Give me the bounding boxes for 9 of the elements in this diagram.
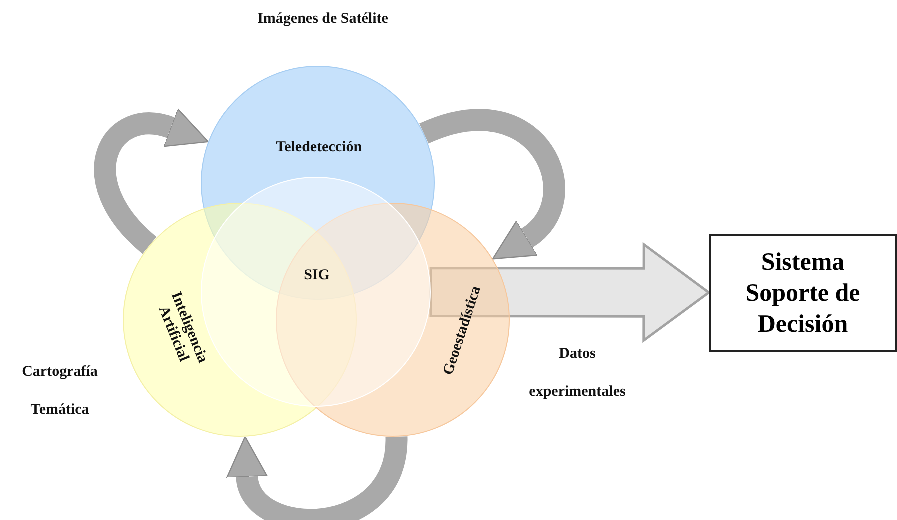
decision-system-box [709, 234, 897, 352]
curved-arrow [94, 108, 210, 254]
annotation-text: Cartografía Temática [21, 363, 99, 420]
circle-label: SIG [304, 268, 330, 284]
annotation-text: Datos experimentales [528, 345, 627, 402]
circle-label: Teledetección [276, 140, 362, 156]
block-arrow [430, 242, 712, 344]
box-title: Sistema Soporte de Decisión [744, 248, 862, 340]
annotation-text: Imágenes de Satélite [256, 10, 390, 29]
